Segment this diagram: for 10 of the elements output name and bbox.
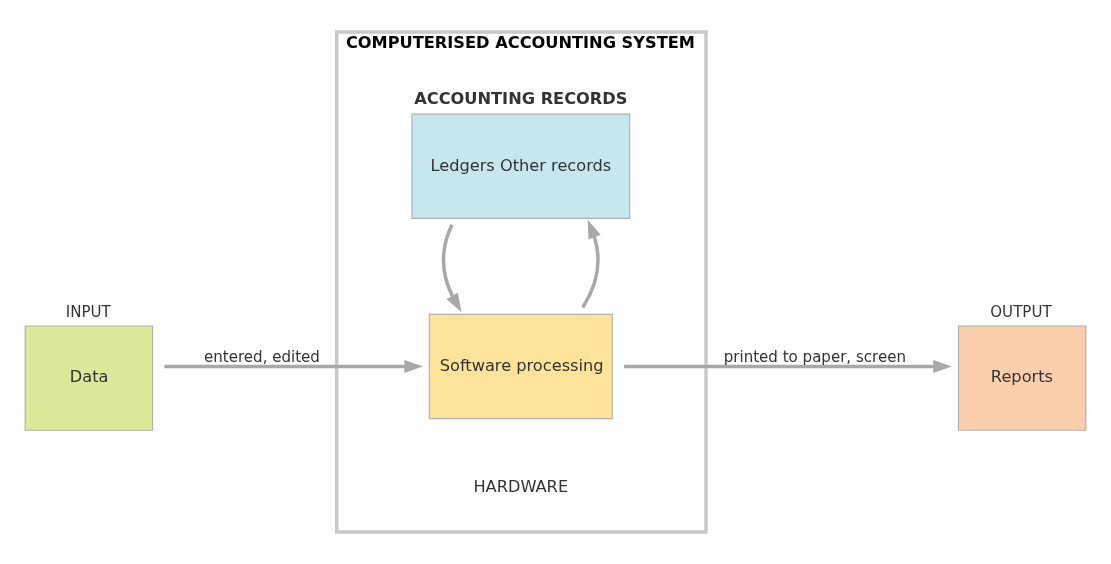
- edge-label: entered, edited: [204, 348, 320, 367]
- arrow: [164, 360, 423, 374]
- arrow: [441, 224, 462, 312]
- node-label: ACCOUNTING RECORDS: [414, 88, 628, 108]
- arrow: [624, 360, 952, 374]
- edge-label: printed to paper, screen: [723, 348, 906, 367]
- label: HARDWARE: [473, 477, 569, 497]
- node-label: INPUT: [65, 303, 111, 322]
- arrow: [581, 219, 601, 309]
- node-label: OUTPUT: [990, 303, 1052, 322]
